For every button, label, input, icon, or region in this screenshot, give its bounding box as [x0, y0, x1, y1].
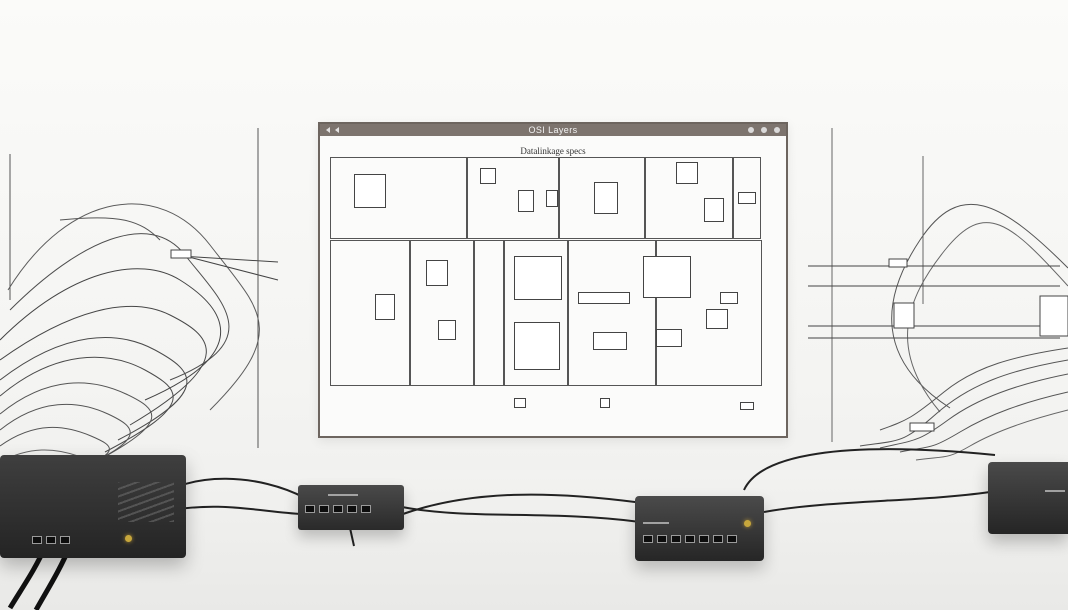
- layer-box-10: [568, 240, 656, 386]
- ethernet-port-icon: [713, 535, 723, 543]
- ethernet-port-icon: [319, 505, 329, 513]
- device-sketch: [594, 182, 618, 214]
- window-controls-icon[interactable]: [761, 127, 767, 133]
- device-sketch: [438, 320, 456, 340]
- panel-title: OSI Layers: [528, 125, 578, 135]
- device-logo-mark: [328, 494, 358, 496]
- layer-box-9: [504, 240, 568, 386]
- vent-grid-icon: [118, 482, 174, 522]
- device-logo-mark: [1045, 490, 1065, 492]
- ethernet-port-icon: [46, 536, 56, 544]
- port-array: [305, 505, 371, 513]
- device-sketch: [738, 192, 756, 204]
- panel-titlebar: OSI Layers: [320, 124, 786, 136]
- layer-box-4: [645, 157, 733, 239]
- ethernet-port-icon: [699, 535, 709, 543]
- device-sketch: [643, 256, 691, 298]
- device-sketch: [426, 260, 448, 286]
- window-controls-icon[interactable]: [774, 127, 780, 133]
- window-controls-icon[interactable]: [748, 127, 754, 133]
- layer-box-8: [474, 240, 504, 386]
- layer-box-1: [330, 157, 467, 239]
- layer-box-5: [733, 157, 761, 239]
- layer-box-2: [467, 157, 559, 239]
- status-led-icon: [744, 520, 751, 527]
- device-sketch: [706, 309, 728, 329]
- port-array: [32, 536, 70, 544]
- osi-panel[interactable]: OSI Layers Datalinkage specs: [318, 122, 788, 438]
- layer-box-3: [559, 157, 645, 239]
- ethernet-port-icon: [347, 505, 357, 513]
- ethernet-port-icon: [727, 535, 737, 543]
- device-sketch: [514, 398, 526, 408]
- ethernet-port-icon: [333, 505, 343, 513]
- device-sketch: [518, 190, 534, 212]
- ethernet-port-icon: [685, 535, 695, 543]
- ethernet-port-icon: [671, 535, 681, 543]
- device-sketch: [656, 329, 682, 347]
- port-array: [643, 535, 737, 543]
- device-sketch: [514, 256, 562, 300]
- device-sketch: [514, 322, 560, 370]
- network-switch-right: [635, 496, 764, 561]
- arrow-left-icon[interactable]: [326, 127, 330, 133]
- device-sketch: [593, 332, 627, 350]
- network-switch-edge: [988, 462, 1068, 534]
- ethernet-port-icon: [643, 535, 653, 543]
- device-sketch: [375, 294, 395, 320]
- device-logo-mark: [643, 522, 669, 524]
- ethernet-port-icon: [32, 536, 42, 544]
- device-sketch: [546, 190, 558, 207]
- panel-subtitle: Datalinkage specs: [520, 146, 586, 156]
- device-sketch: [480, 168, 496, 184]
- layer-box-7: [410, 240, 474, 386]
- layer-box-6: [330, 240, 410, 386]
- device-sketch: [354, 174, 386, 208]
- layer-box-11: [656, 240, 762, 386]
- device-sketch: [578, 292, 630, 304]
- ethernet-port-icon: [60, 536, 70, 544]
- ethernet-port-icon: [361, 505, 371, 513]
- arrow-left-icon[interactable]: [335, 127, 339, 133]
- ethernet-port-icon: [657, 535, 667, 543]
- device-sketch: [720, 292, 738, 304]
- ethernet-port-icon: [305, 505, 315, 513]
- device-sketch: [600, 398, 610, 408]
- status-led-icon: [125, 535, 132, 542]
- device-sketch: [704, 198, 724, 222]
- device-sketch: [740, 402, 754, 410]
- device-sketch: [676, 162, 698, 184]
